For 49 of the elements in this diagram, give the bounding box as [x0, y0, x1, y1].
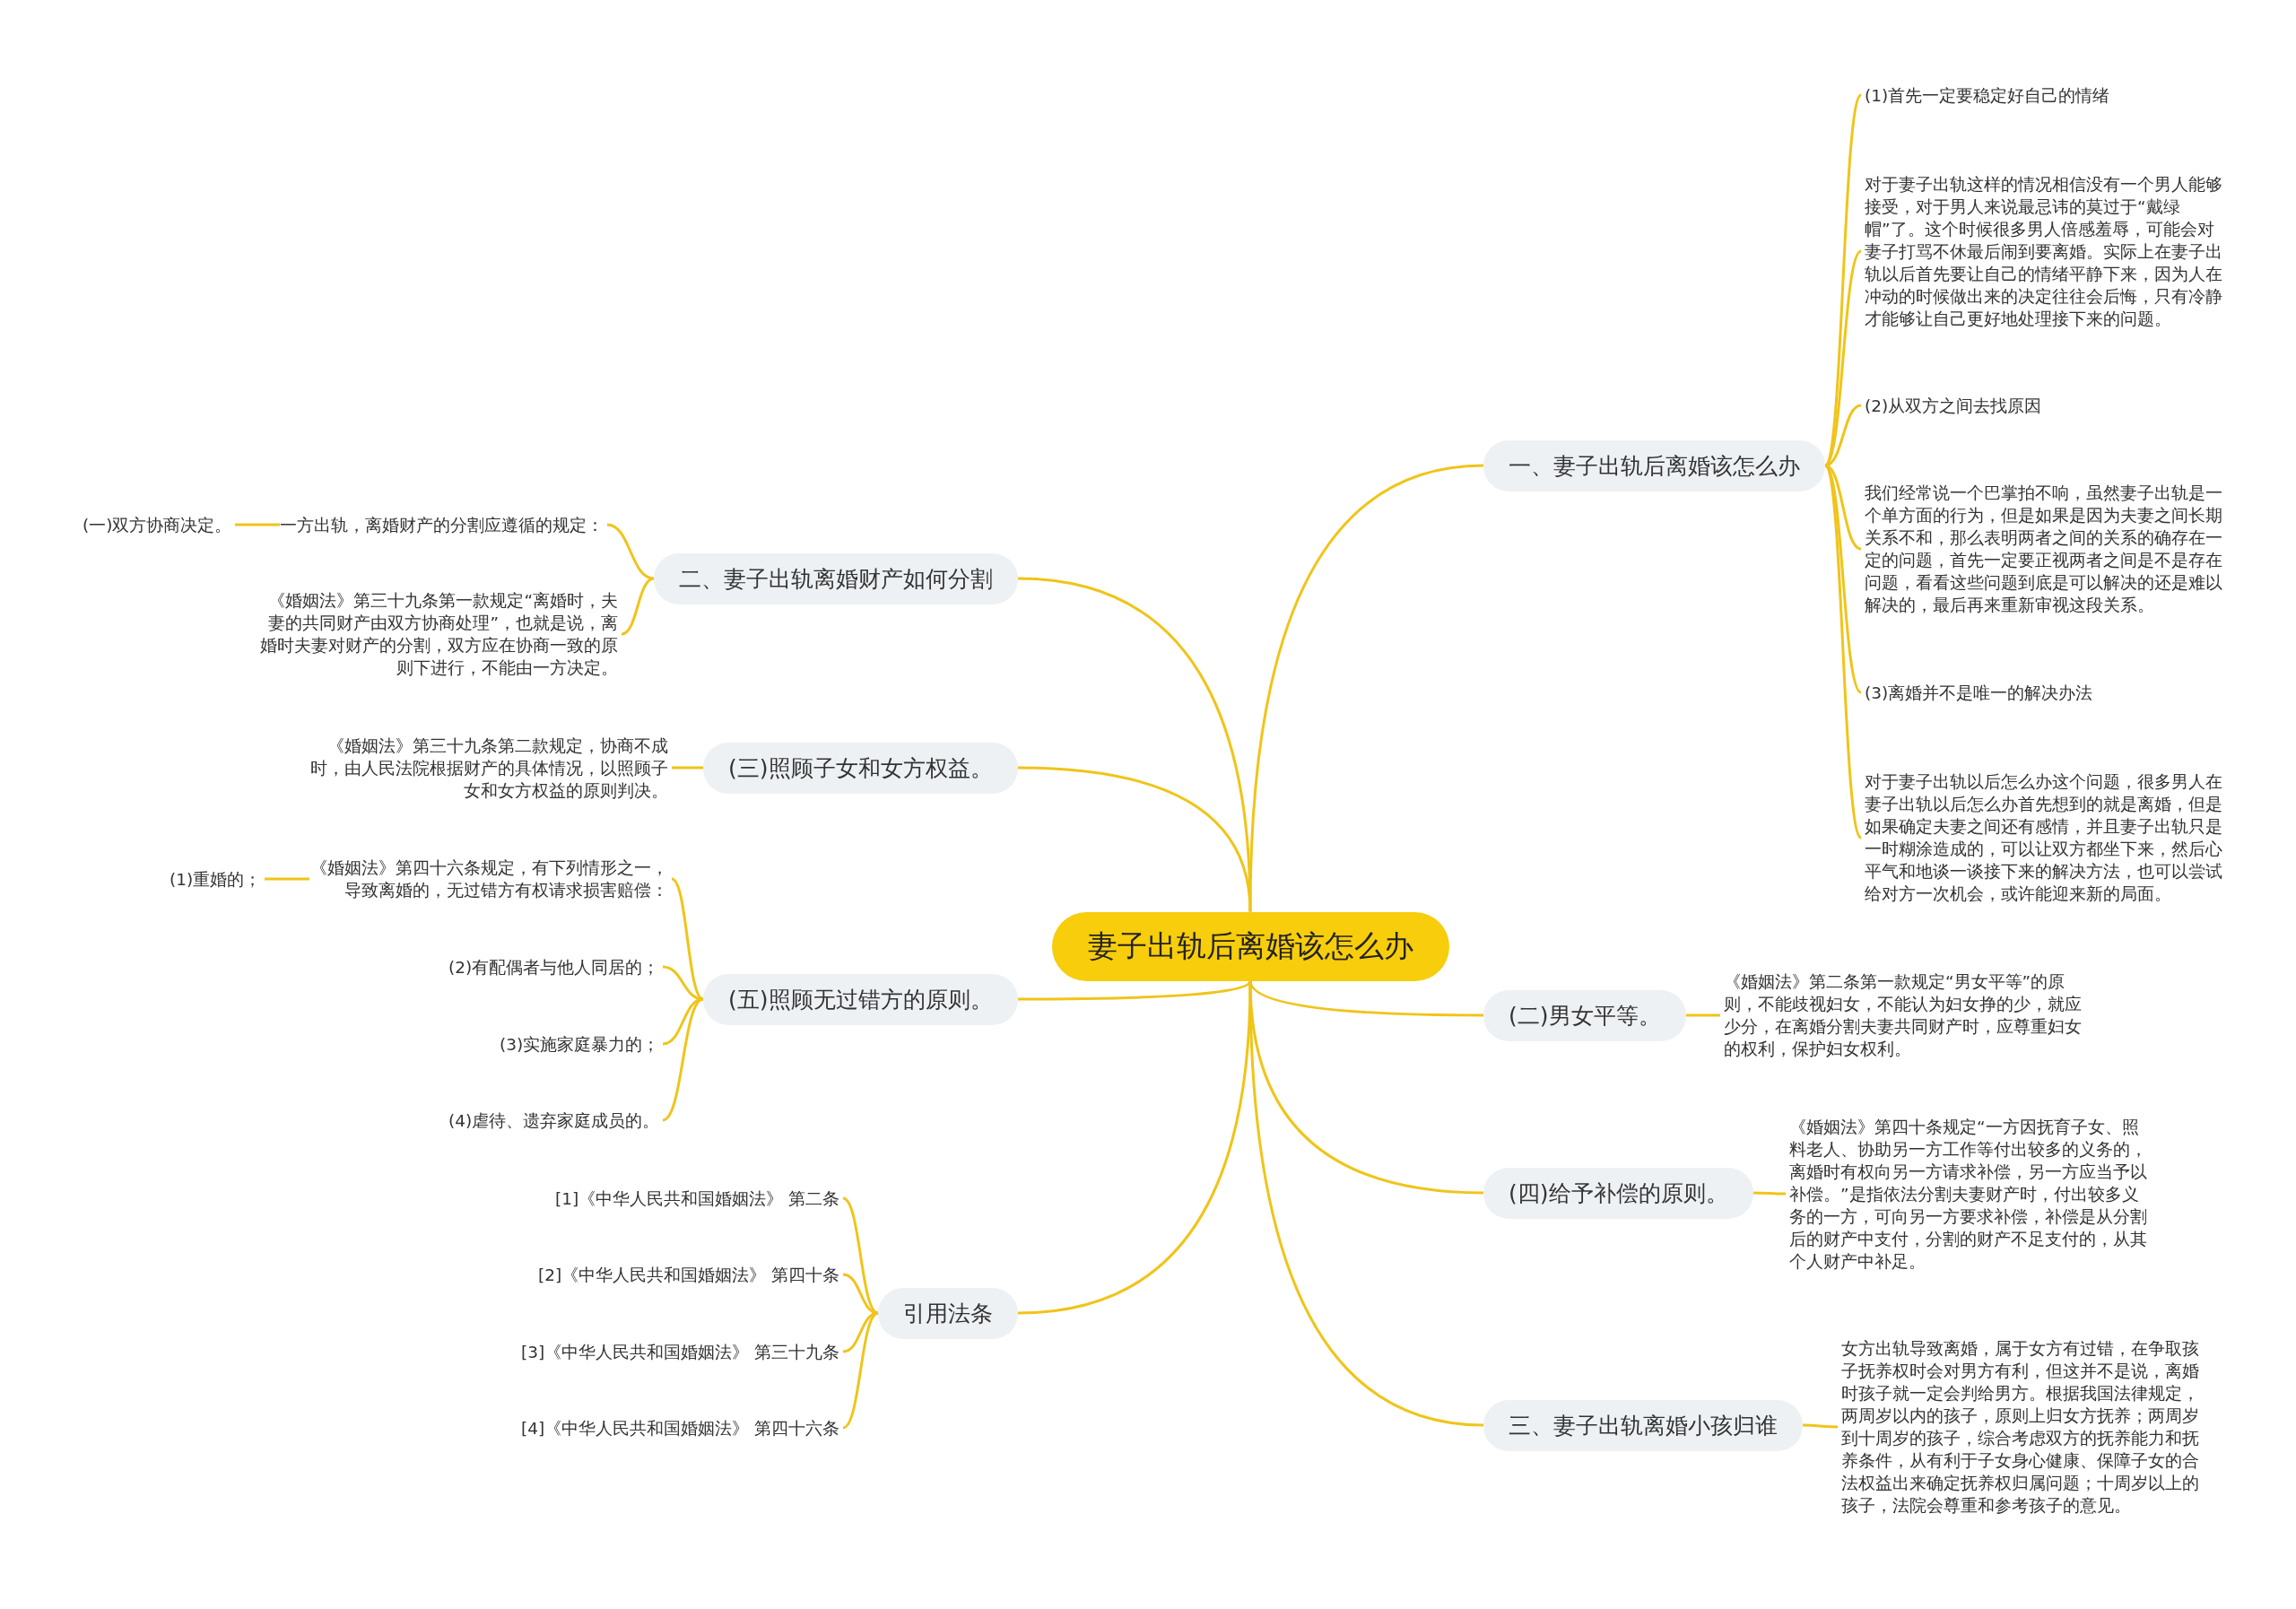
- paragraph-text: 《婚姻法》第二条第一款规定“男女平等”的原则，不能歧视妇女，不能认为妇女挣的少，就应少分，在离婚分割夫妻共同财产时，应尊重妇女的权利，保护妇女权利。: [1724, 970, 2083, 1060]
- reference-text: [2]《中华人民共和国婚姻法》 第四十条: [538, 1263, 840, 1286]
- connector-line: [842, 1273, 879, 1315]
- subtopic-text: (2)有配偶者与他人同居的；: [448, 955, 660, 978]
- subtopic-text: (1)首先一定要稳定好自己的情绪: [1865, 83, 2241, 107]
- connector-line: [842, 1311, 879, 1430]
- paragraph-text: 对于妻子出轨以后怎么办这个问题，很多男人在妻子出轨以后怎么办首先想到的就是离婚，但是如果确定夫妻之间还有感情，并且妻子出轨只是一时糊涂造成的，可以让双方都坐下来，然后心平气和地谈一谈接下来的解决方法，也可以尝试给对方一次机会，或许能迎来新的局面。: [1865, 770, 2223, 905]
- subtopic-text: (4)虐待、遗弃家庭成员的。: [448, 1109, 660, 1132]
- connector-line: [621, 577, 655, 636]
- connector-line: [1017, 766, 1252, 912]
- connector-line: [265, 877, 309, 881]
- connector-line: [606, 523, 655, 580]
- subtopic-text: (1)重婚的；: [170, 867, 262, 891]
- connector-line: [662, 997, 704, 1122]
- connector-line: [1248, 464, 1484, 912]
- subtopic-text: 一方出轨，离婚财产的分割应遵循的规定：: [280, 513, 604, 536]
- paragraph-text: 女方出轨导致离婚，属于女方有过错，在争取孩子抚养权时会对男方有利，但这并不是说，离婚时孩子就一定会判给男方。根据我国法律规定，两周岁以内的孩子，原则上归女方抚养；两周岁到十周岁的孩子，综合考虑双方的抚养能力和抚养条件，从有利于子女身心健康、保障子女的合法权益出来确定抚养权归属问题；十周岁以上的孩子，法院会尊重和参考孩子的意见。: [1841, 1337, 2200, 1517]
- topic-box: (四)给予补偿的原则。: [1483, 1167, 1753, 1219]
- paragraph-text: 《婚姻法》第四十条规定“一方因抚育子女、照料老人、协助另一方工作等付出较多的义务的，离婚时有权向另一方请求补偿，另一方应当予以补偿。”是指依法分割夫妻财产时，付出较多义务的一方，可向另一方要求补偿，补偿是从分割后的财产中支付，分割的财产不足支付的，从其个人财产中补足。: [1789, 1115, 2148, 1273]
- connector-line: [1686, 1013, 1720, 1017]
- connector-line: [1017, 980, 1252, 1315]
- subtopic-text: (3)离婚并不是唯一的解决办法: [1865, 681, 2241, 704]
- connector-line: [1823, 465, 1863, 839]
- subtopic-text: (一)双方协商决定。: [83, 513, 232, 536]
- paragraph-text: 对于妻子出轨这样的情况相信没有一个男人能够接受，对于男人来说最忌讳的莫过于“戴绿帽”了。这个时候很多男人倍感羞辱，可能会对妻子打骂不休最后闹到要离婚。实际上在妻子出轨以后首先要让自己的情绪平静下来，因为人在冲动的时候做出来的决定往往会后悔，只有冷静才能够让自己更好地处理接下来的问题。: [1865, 172, 2223, 330]
- connector-line: [662, 965, 704, 1001]
- paragraph-text: 《婚姻法》第三十九条第二款规定，协商不成时，由人民法院根据财产的具体情况，以照顾子女和女方权益的原则判决。: [309, 734, 668, 802]
- connector-line: [1803, 1423, 1838, 1429]
- topic-box: (二)男女平等。: [1483, 989, 1686, 1041]
- connector-line: [672, 766, 703, 770]
- topic-box: 引用法条: [878, 1287, 1018, 1339]
- connector-line: [235, 523, 280, 526]
- reference-text: [3]《中华人民共和国婚姻法》 第三十九条: [521, 1340, 840, 1363]
- topic-box: 二、妻子出轨离婚财产如何分割: [654, 552, 1018, 604]
- topic-box: 一、妻子出轨后离婚该怎么办: [1483, 439, 1825, 491]
- topic-box: 三、妻子出轨离婚小孩归谁: [1483, 1399, 1803, 1451]
- paragraph-text: 《婚姻法》第三十九条第一款规定“离婚时，夫妻的共同财产由双方协商处理”，也就是说，离婚时夫妻对财产的分割，双方应在协商一致的原则下进行，不能由一方决定。: [259, 589, 618, 679]
- subtopic-text: (2)从双方之间去找原因: [1865, 394, 2241, 417]
- topic-box: (五)照顾无过错方的原则。: [703, 973, 1018, 1025]
- connector-line: [1753, 1191, 1786, 1196]
- reference-text: [1]《中华人民共和国婚姻法》 第二条: [555, 1187, 840, 1210]
- topic-box: (三)照顾子女和女方权益。: [703, 742, 1018, 794]
- root-topic-box: 妻子出轨后离婚该怎么办: [1051, 911, 1449, 981]
- paragraph-text: 我们经常说一个巴掌拍不响，虽然妻子出轨是一个单方面的行为，但是如果是因为夫妻之间长期关系不和，那么表明两者之间的关系的确存在一定的问题，首先一定要正视两者之间是不是存在问题，看看这些问题到底是可以解决的还是难以解决的，最后再来重新审视这段关系。: [1865, 482, 2223, 616]
- reference-text: [4]《中华人民共和国婚姻法》 第四十六条: [521, 1416, 840, 1439]
- paragraph-text: 《婚姻法》第四十六条规定，有下列情形之一，导致离婚的，无过错方有权请求损害赔偿：: [309, 857, 668, 901]
- connector-line: [1248, 980, 1484, 1427]
- connector-line: [1823, 94, 1863, 466]
- subtopic-text: (3)实施家庭暴力的；: [500, 1032, 660, 1056]
